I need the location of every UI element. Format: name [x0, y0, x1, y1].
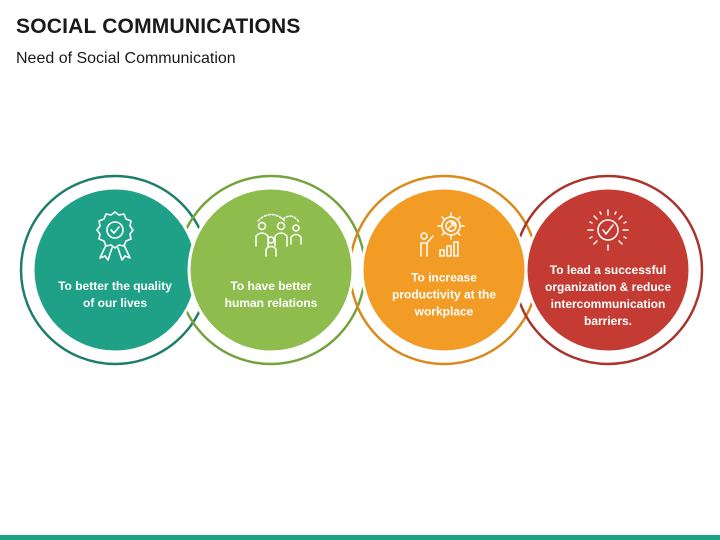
people-network-icon [255, 213, 302, 257]
success-sun-check-icon [587, 209, 629, 251]
item-4-label: To lead a successful organization & redu… [544, 263, 672, 328]
circle-2 [187, 186, 355, 354]
bottom-accent-bar [0, 535, 720, 540]
item-2-label: To have better human relations [224, 279, 318, 310]
award-ribbon-icon [96, 211, 134, 261]
circle-4 [524, 186, 692, 354]
item-3-label: To increase productivity at the workplac… [391, 270, 496, 319]
productivity-gear-icon [420, 212, 465, 257]
item-1-label: To better the quality of our lives [58, 279, 172, 310]
page-subtitle: Need of Social Communication [16, 50, 236, 67]
page-title: SOCIAL COMMUNICATIONS [16, 15, 301, 38]
